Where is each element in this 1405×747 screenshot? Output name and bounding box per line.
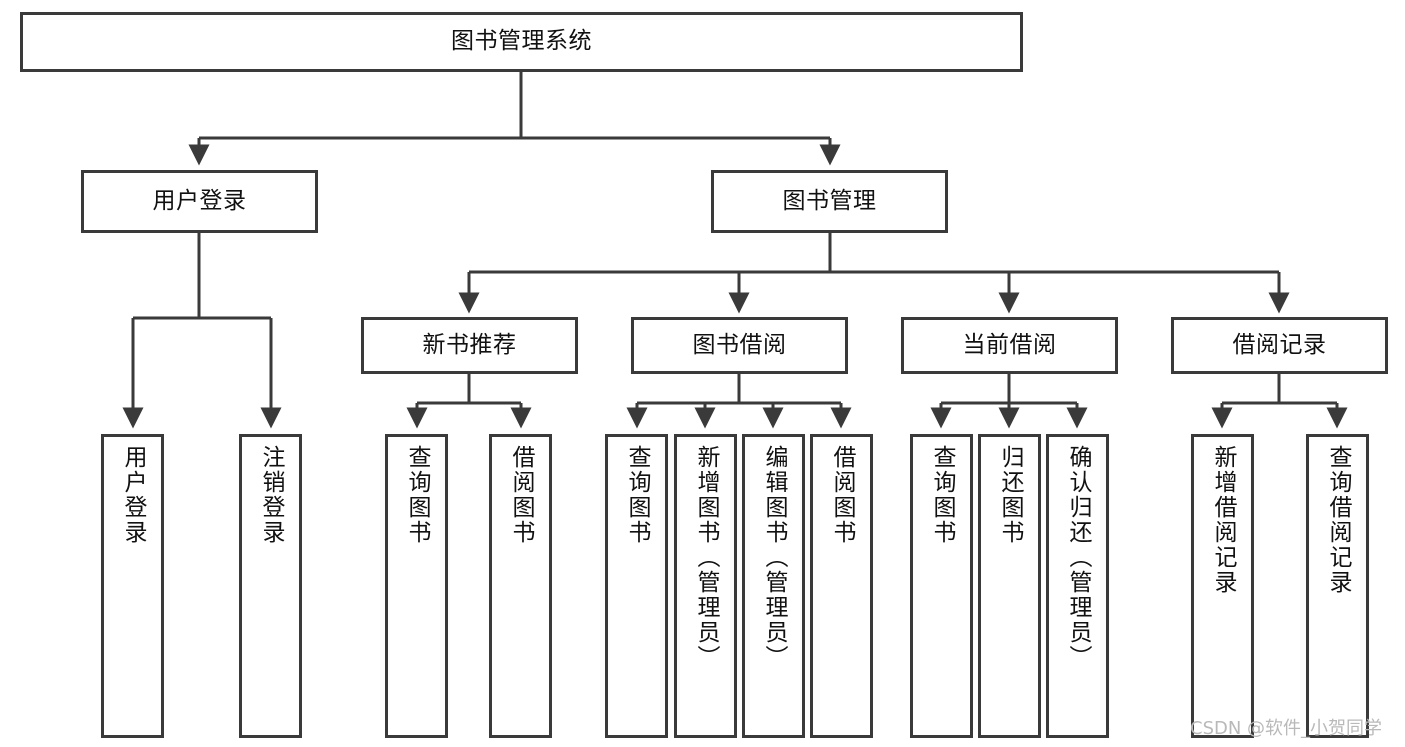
node-leaf-borrow-book-bb[interactable]: 借阅图书 [810,434,873,738]
node-new-book-recommend[interactable]: 新书推荐 [361,317,578,374]
node-borrow-records[interactable]: 借阅记录 [1171,317,1388,374]
node-leaf-add-book-admin[interactable]: 新增图书（管理员） [674,434,737,738]
node-leaf-add-borrow-record-label: 新增借阅记录 [1210,445,1236,595]
node-leaf-add-book-admin-label: 新增图书（管理员） [693,445,719,670]
node-root-system[interactable]: 图书管理系统 [20,12,1023,72]
node-leaf-user-login[interactable]: 用户登录 [101,434,164,738]
node-leaf-query-borrow-record[interactable]: 查询借阅记录 [1306,434,1369,738]
node-leaf-query-book-nb-label: 查询图书 [404,445,430,545]
node-leaf-borrow-book-bb-label: 借阅图书 [829,445,855,545]
node-leaf-confirm-return-admin-label: 确认归还（管理员） [1065,445,1091,670]
node-leaf-borrow-book-nb[interactable]: 借阅图书 [489,434,552,738]
node-leaf-query-book-cb[interactable]: 查询图书 [910,434,973,738]
node-book-borrow[interactable]: 图书借阅 [631,317,848,374]
node-leaf-logout-label: 注销登录 [258,445,284,545]
node-book-management-label: 图书管理 [782,187,877,214]
node-current-borrow[interactable]: 当前借阅 [901,317,1118,374]
node-leaf-add-borrow-record[interactable]: 新增借阅记录 [1191,434,1254,738]
node-leaf-query-book-bb-label: 查询图书 [624,445,650,545]
node-leaf-borrow-book-nb-label: 借阅图书 [508,445,534,545]
node-leaf-edit-book-admin[interactable]: 编辑图书（管理员） [742,434,805,738]
node-current-borrow-label: 当前借阅 [962,331,1057,358]
node-book-borrow-label: 图书借阅 [692,331,787,358]
node-borrow-records-label: 借阅记录 [1232,331,1327,358]
node-user-login[interactable]: 用户登录 [81,170,318,233]
node-root-system-label: 图书管理系统 [451,28,592,55]
node-leaf-confirm-return-admin[interactable]: 确认归还（管理员） [1046,434,1109,738]
watermark-text: CSDN @软件_小贺同学 [1190,718,1383,739]
node-leaf-logout[interactable]: 注销登录 [239,434,302,738]
node-leaf-return-book-label: 归还图书 [997,445,1023,545]
node-leaf-edit-book-admin-label: 编辑图书（管理员） [761,445,787,670]
node-leaf-query-book-nb[interactable]: 查询图书 [385,434,448,738]
node-leaf-query-book-bb[interactable]: 查询图书 [605,434,668,738]
node-leaf-user-login-label: 用户登录 [120,445,146,545]
node-leaf-return-book[interactable]: 归还图书 [978,434,1041,738]
node-leaf-query-borrow-record-label: 查询借阅记录 [1325,445,1351,595]
node-leaf-query-book-cb-label: 查询图书 [929,445,955,545]
node-book-management[interactable]: 图书管理 [711,170,948,233]
node-user-login-label: 用户登录 [152,187,247,214]
node-new-book-recommend-label: 新书推荐 [422,331,517,358]
